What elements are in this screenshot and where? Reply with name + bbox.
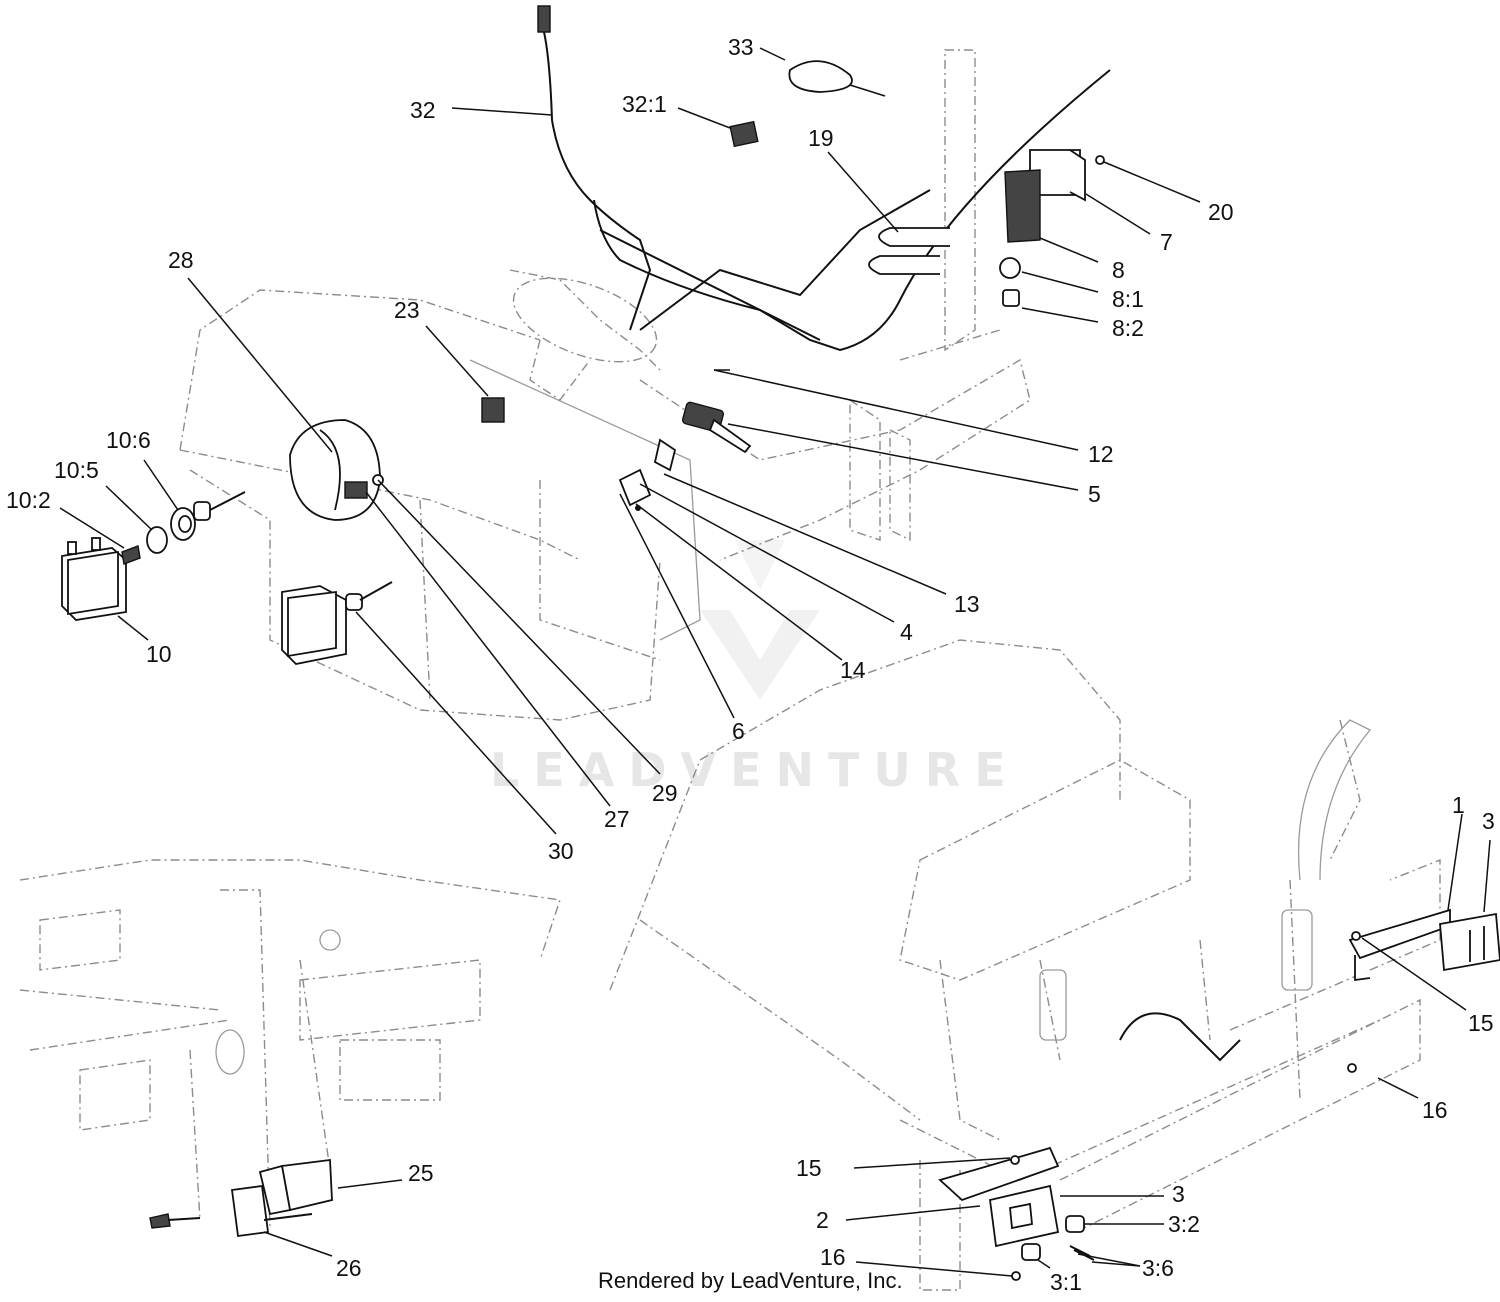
callout-8: 8 xyxy=(1112,257,1125,283)
nut-16-right xyxy=(1347,1063,1357,1073)
callout-10-6: 10:6 xyxy=(106,427,151,453)
switch-23 xyxy=(481,397,505,423)
watermark-text: LEADVENTURE xyxy=(490,743,1020,797)
switch-26 xyxy=(149,1184,313,1238)
callout-28: 28 xyxy=(168,247,194,273)
callout-20: 20 xyxy=(1208,199,1234,225)
leader-lines xyxy=(59,47,1491,1277)
callout-15-right: 15 xyxy=(1468,1010,1494,1036)
callout-1: 1 xyxy=(1452,792,1465,818)
screw-15-right xyxy=(1351,931,1361,941)
callout-7: 7 xyxy=(1160,229,1173,255)
plug-30 xyxy=(345,581,393,611)
callout-3-center: 3 xyxy=(1172,1181,1185,1207)
headlight-right xyxy=(281,585,347,665)
lower-right-steering-column xyxy=(1039,719,1372,1062)
callout-8-1: 8:1 xyxy=(1112,286,1144,312)
wire-3-6 xyxy=(1069,1245,1095,1261)
callout-4: 4 xyxy=(900,619,913,645)
connector-32-1 xyxy=(729,120,759,148)
footer-credit: Rendered by LeadVenture, Inc. xyxy=(598,1268,903,1293)
socket-3-2 xyxy=(1065,1215,1085,1233)
callout-19: 19 xyxy=(808,125,834,151)
callout-16-right: 16 xyxy=(1422,1097,1448,1123)
bulb-8-1 xyxy=(999,257,1021,279)
wire-harness-32 xyxy=(537,5,1111,352)
cable-tie-33 xyxy=(788,60,886,97)
bulb-10-2 xyxy=(121,545,141,565)
callout-32-1: 32:1 xyxy=(622,91,667,117)
screw-15-center xyxy=(1010,1155,1020,1165)
lower-right-frame-outline xyxy=(609,639,1441,1291)
callout-10: 10 xyxy=(146,641,172,667)
callout-32: 32 xyxy=(410,97,436,123)
bracket-1 xyxy=(1348,908,1451,982)
nut-16-center xyxy=(1011,1271,1021,1281)
lower-left-frame-outline xyxy=(19,859,561,1231)
tail-light-3-right xyxy=(1439,912,1500,972)
work-light-28 xyxy=(289,419,384,521)
tail-light-8 xyxy=(1004,169,1041,243)
ring-10-5 xyxy=(146,526,168,554)
callout-16-center: 16 xyxy=(820,1244,846,1270)
tail-light-3-center xyxy=(989,1184,1060,1248)
switch-5 xyxy=(681,401,752,454)
callout-29: 29 xyxy=(652,780,678,806)
callout-5: 5 xyxy=(1088,481,1101,507)
headlight-plug xyxy=(193,491,246,521)
callout-27: 27 xyxy=(604,806,630,832)
u-bolt-19 xyxy=(868,227,950,275)
callout-6: 6 xyxy=(732,718,745,744)
steering-wheel xyxy=(512,277,658,401)
callout-3-1: 3:1 xyxy=(1050,1269,1082,1295)
callout-10-2: 10:2 xyxy=(6,487,51,513)
callout-labels: 33 32 32:1 19 20 7 8 8:1 8:2 28 23 12 5 … xyxy=(6,34,1495,1295)
callout-15-center: 15 xyxy=(796,1155,822,1181)
callout-13: 13 xyxy=(954,591,980,617)
callout-3-6: 3:6 xyxy=(1142,1255,1174,1281)
callout-3-right: 3 xyxy=(1482,808,1495,834)
callout-12: 12 xyxy=(1088,441,1114,467)
callout-3-2: 3:2 xyxy=(1168,1211,1200,1237)
callout-25: 25 xyxy=(408,1160,434,1186)
bracket-25 xyxy=(258,1158,333,1216)
callout-14: 14 xyxy=(840,657,866,683)
callout-2: 2 xyxy=(816,1207,829,1233)
callout-33: 33 xyxy=(728,34,754,60)
bolt-20 xyxy=(1095,155,1105,165)
gasket-10-6 xyxy=(170,507,196,541)
watermark-logo xyxy=(700,540,820,700)
callout-23: 23 xyxy=(394,297,420,323)
socket-8-2 xyxy=(1002,289,1020,307)
callout-26: 26 xyxy=(336,1255,362,1281)
tail-light-bracket-7 xyxy=(1029,149,1086,202)
headlight-10 xyxy=(61,537,127,621)
callout-10-5: 10:5 xyxy=(54,457,99,483)
callout-8-2: 8:2 xyxy=(1112,315,1144,341)
bracket-4 xyxy=(618,438,677,507)
socket-3-1 xyxy=(1021,1243,1041,1261)
callout-30: 30 xyxy=(548,838,574,864)
